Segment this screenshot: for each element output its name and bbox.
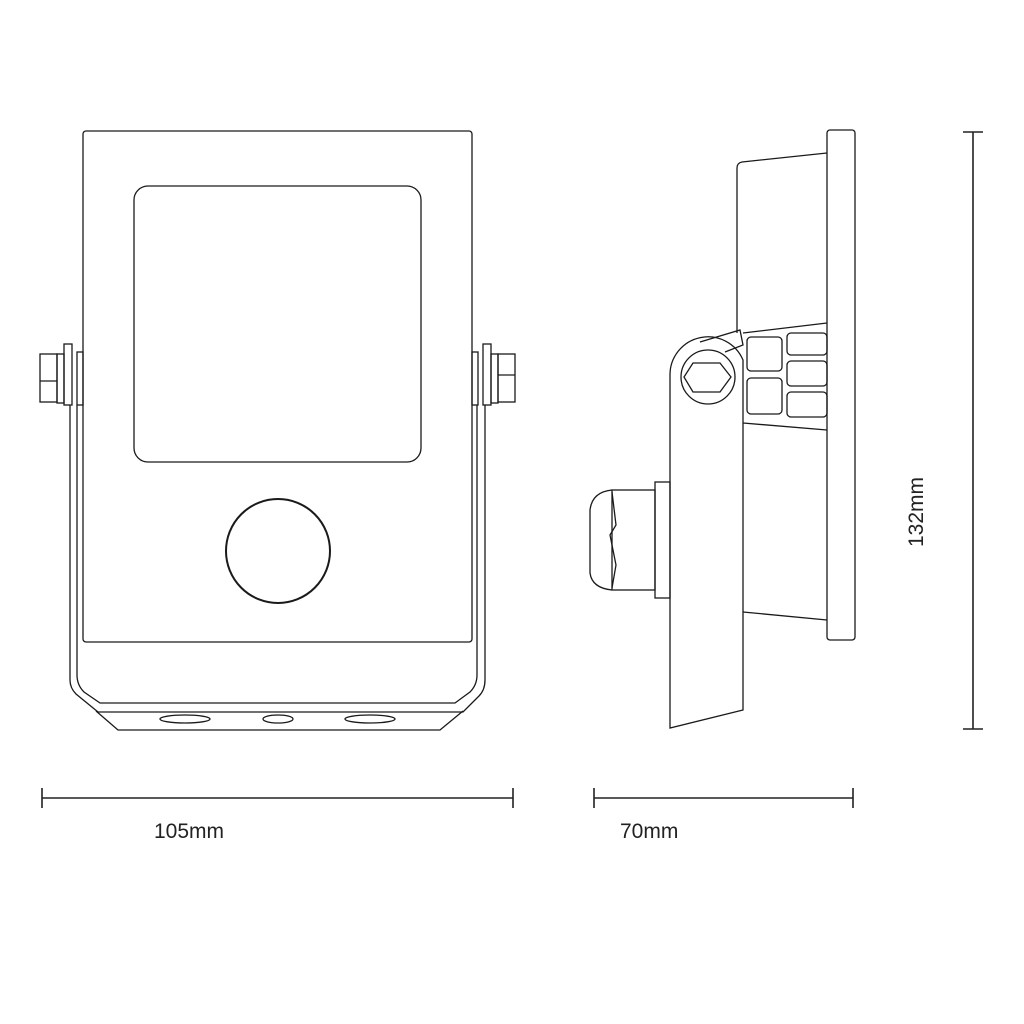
gland-body (611, 489, 656, 591)
arm-gusset (699, 329, 744, 353)
bracket-outer (69, 405, 486, 713)
side-housing-bottom (742, 611, 828, 621)
hex-bolt-icon (683, 362, 732, 393)
bracket-inner (76, 405, 478, 704)
gland-cap (589, 489, 613, 591)
base-slot-right (344, 714, 396, 724)
side-housing-top (736, 152, 828, 333)
gland-seal (609, 491, 617, 589)
bracket-base (95, 710, 464, 731)
left-bolt (39, 343, 84, 406)
depth-label: 70mm (620, 820, 679, 843)
side-view (589, 129, 856, 729)
side-bracket-arm (669, 336, 744, 729)
width-label: 105mm (154, 820, 225, 843)
base-slot-left (159, 714, 211, 724)
height-label: 132mm (905, 476, 929, 548)
right-bolt (471, 343, 516, 406)
gland-plate (654, 481, 671, 599)
front-lens (133, 185, 422, 463)
sensor-circle (225, 498, 331, 604)
dimension-height (963, 131, 983, 730)
pivot-ring (680, 349, 736, 405)
front-view (39, 130, 516, 731)
dimension-depth (593, 788, 854, 808)
side-fin-band (742, 322, 828, 431)
side-front-flange (826, 129, 856, 641)
front-housing (82, 130, 473, 643)
base-hole-center (262, 714, 294, 724)
dimension-width (41, 788, 514, 808)
cooling-fins (746, 332, 828, 418)
